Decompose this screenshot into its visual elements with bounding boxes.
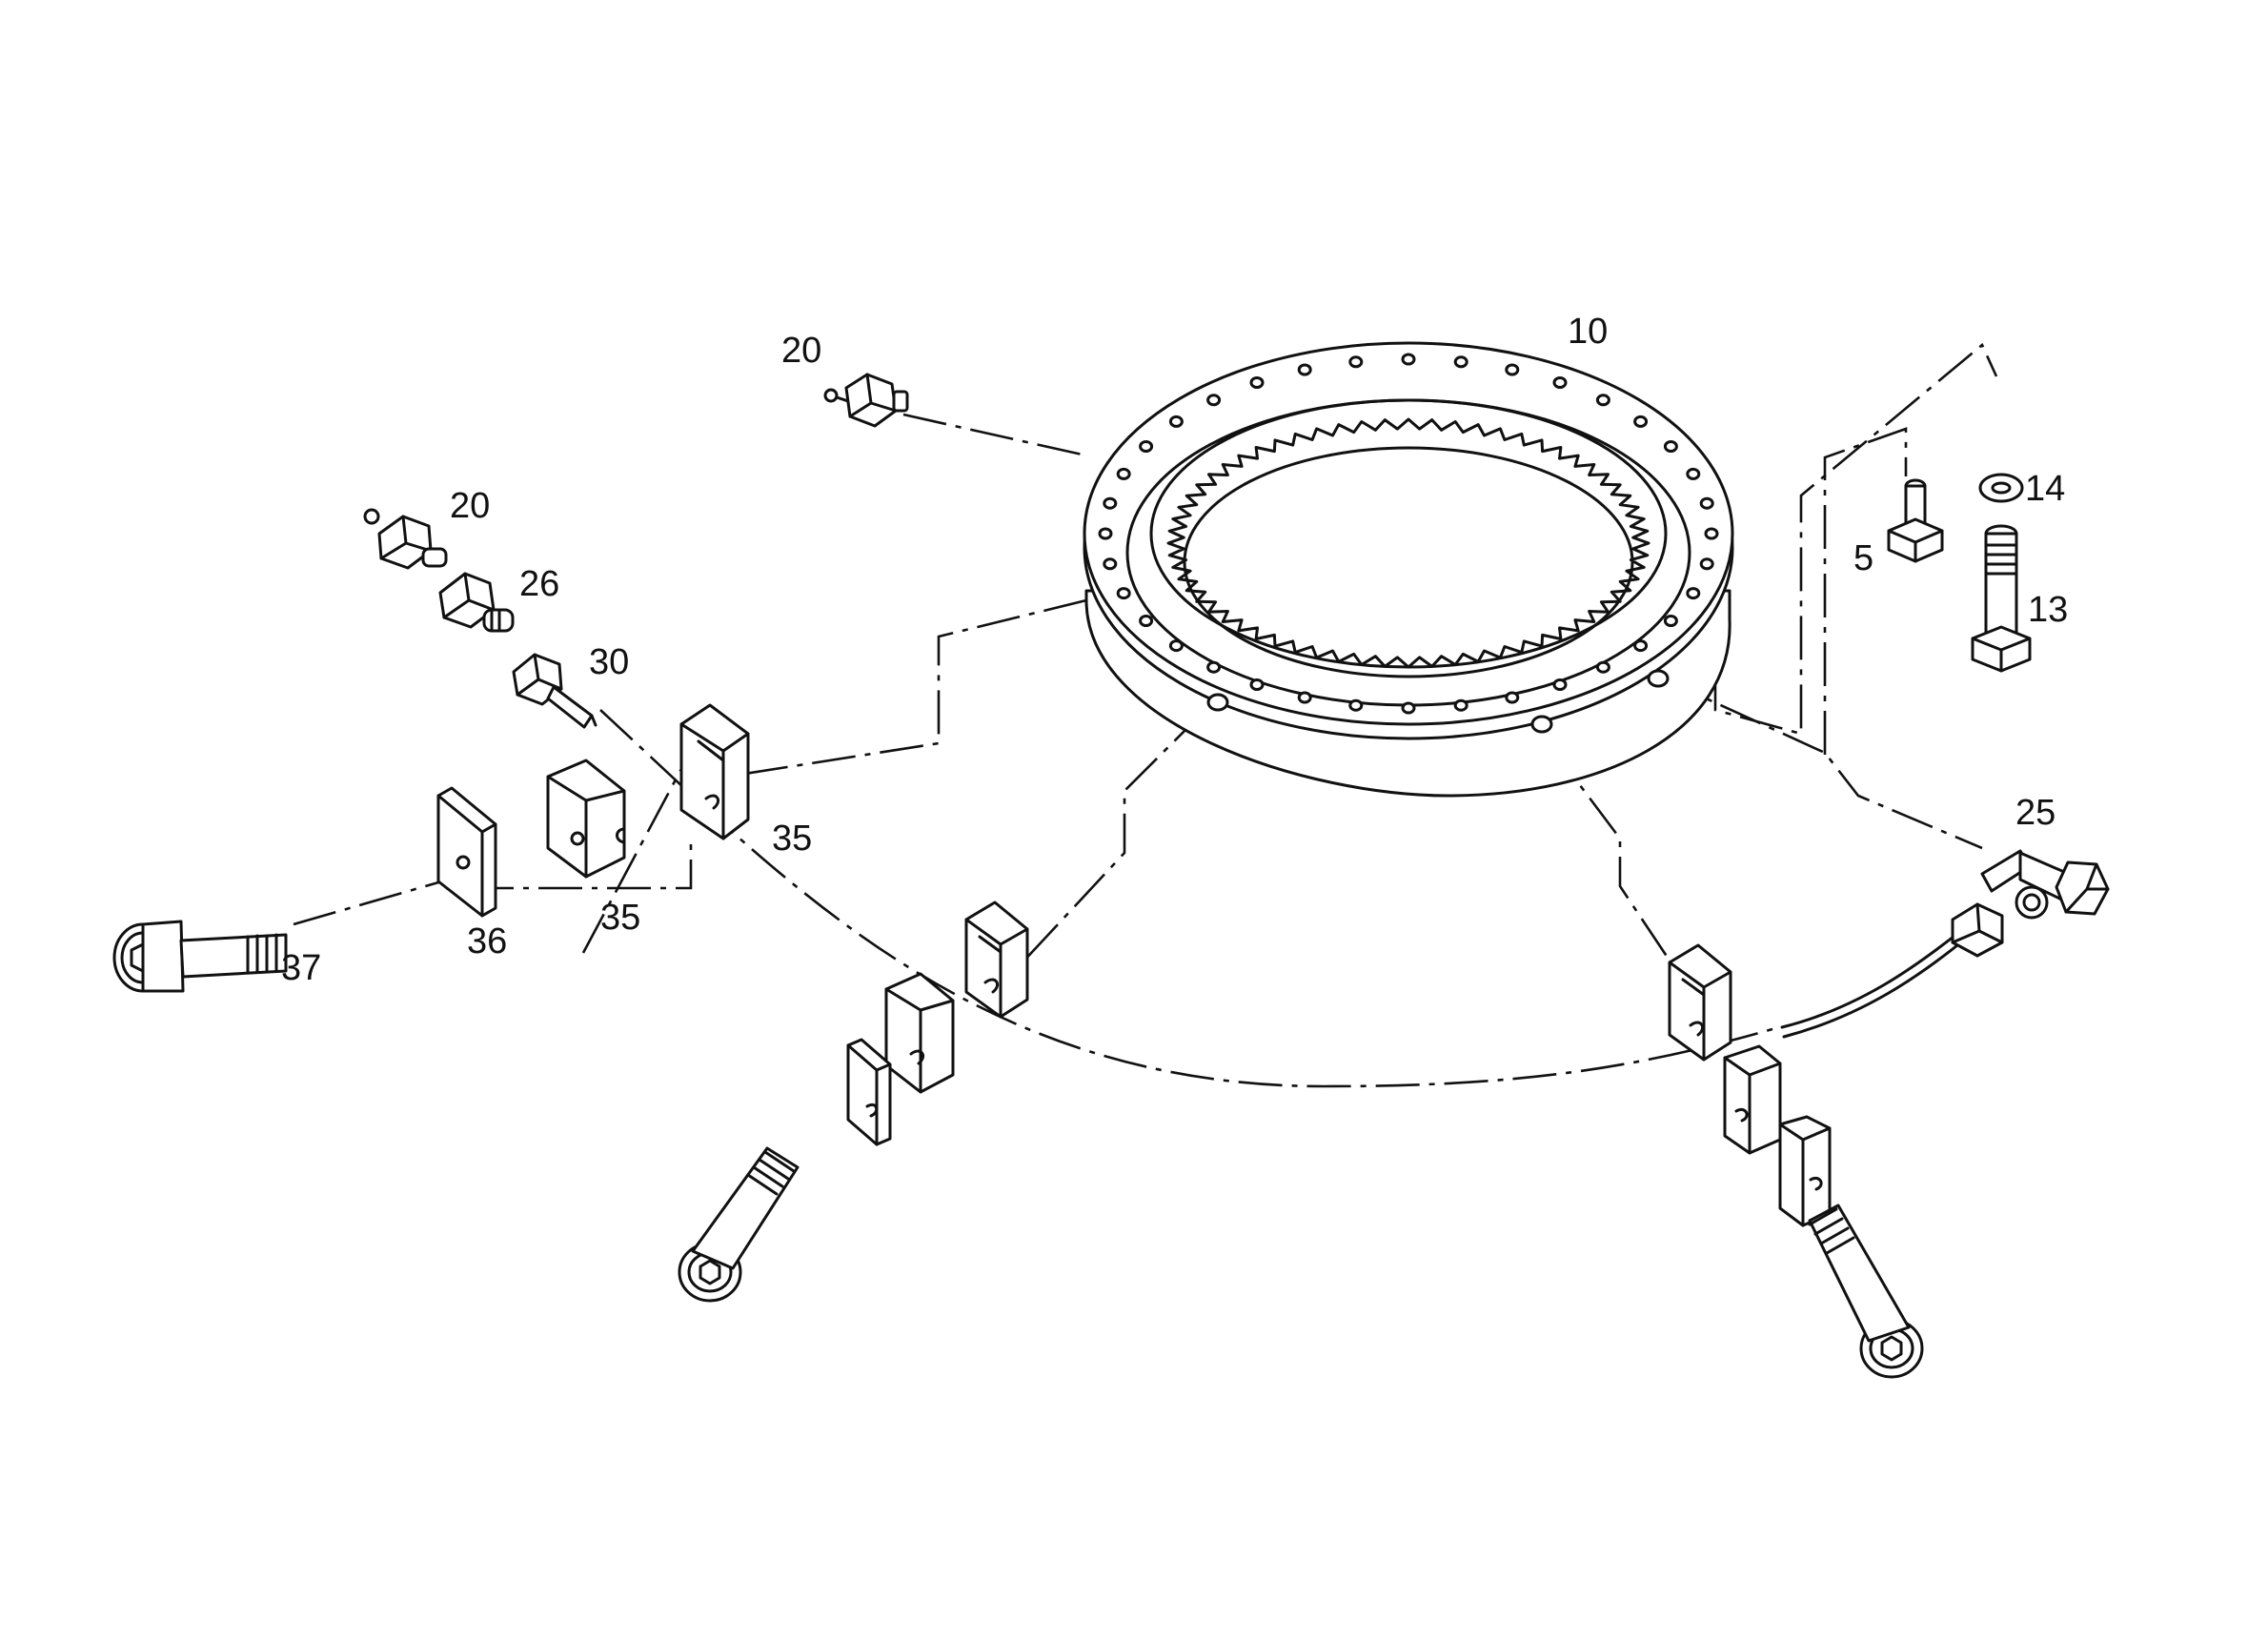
cap-screw-middle	[678, 1146, 800, 1303]
plate-right	[1778, 1115, 1832, 1227]
clamp-right-lower	[1723, 1044, 1782, 1155]
bolt-hole	[1595, 394, 1610, 407]
callout-nipple-left: 20	[450, 486, 490, 526]
bolt-hole	[1116, 587, 1131, 600]
bolt-hole	[1297, 363, 1312, 376]
bolt-hole	[1552, 678, 1568, 691]
bolt-hole	[1505, 363, 1520, 376]
bolt-hole	[1453, 698, 1468, 712]
callout-fitting: 30	[589, 642, 629, 682]
gear-tooth-profile	[1166, 417, 1650, 669]
clamp-upper	[679, 703, 750, 840]
bolt-hole	[1168, 639, 1184, 653]
bolt-hole	[1206, 394, 1222, 407]
callout-plate: 36	[467, 921, 507, 961]
leader-lines	[293, 342, 1998, 992]
callout-ring: 10	[1568, 312, 1608, 352]
clamp-right-upper	[1668, 943, 1732, 1062]
clamp-middle-lower	[884, 972, 955, 1094]
callout-adapter: 26	[519, 564, 559, 604]
callout-nipple-top: 20	[781, 331, 821, 371]
callout-labels: 10 20 20 26 30 14 5 13 25 35 35 36 37	[281, 312, 2068, 988]
lube-line	[599, 709, 1969, 1088]
plate-middle	[846, 1038, 892, 1146]
plate	[436, 786, 497, 918]
bolt-hole	[1139, 440, 1154, 453]
fitting	[512, 653, 597, 729]
bolt-hole	[1663, 440, 1678, 453]
bolt-hole	[1595, 660, 1610, 674]
cap-screw-left	[112, 920, 288, 993]
bolt-hole	[1552, 376, 1568, 389]
callout-cap-screw: 37	[281, 948, 321, 988]
bolt-hole	[1206, 660, 1222, 674]
bolt-hole	[1139, 615, 1154, 627]
clamp-lower	[546, 759, 626, 879]
washer	[1978, 473, 2024, 503]
bolt-hole	[1699, 557, 1714, 571]
elbow-fitting	[1980, 849, 2110, 920]
bolt-hole	[1103, 496, 1118, 510]
grease-nipple-left	[363, 508, 448, 570]
bolt-hole	[1103, 557, 1118, 571]
bolt-hole	[1401, 353, 1416, 366]
bolt-hole	[1699, 496, 1714, 510]
bolt-hole	[1505, 691, 1520, 704]
bolt-hole	[1168, 415, 1184, 428]
bolt	[1971, 524, 2032, 673]
callout-clamp-a: 35	[772, 819, 812, 859]
bolt-hole	[1401, 701, 1416, 715]
bolt-hole	[1686, 467, 1701, 480]
bolt-hole	[1249, 376, 1265, 389]
bolt-hole	[1453, 355, 1468, 369]
callout-bolt: 13	[2028, 590, 2068, 630]
cap-screw-right	[1808, 1204, 1924, 1379]
adapter	[438, 572, 515, 633]
bolt-hole	[1116, 467, 1131, 480]
bolt-hole	[1704, 527, 1719, 540]
callout-clamp-b: 35	[600, 898, 640, 938]
bolt-hole	[1686, 587, 1701, 600]
bolt-hole	[1249, 678, 1265, 691]
clamp-middle-upper	[964, 900, 1029, 1019]
bolt-holes	[1098, 353, 1719, 715]
bolt-hole	[1633, 415, 1649, 428]
grease-nipple-top	[823, 373, 909, 428]
bolt-hole	[1297, 691, 1312, 704]
bolt-hole	[1098, 527, 1113, 540]
elbow-tube-nut	[1951, 902, 2004, 958]
bolt-hole	[1348, 355, 1364, 369]
screw-small	[1887, 478, 1944, 563]
callout-washer: 14	[2025, 469, 2065, 509]
bolt-hole	[1633, 639, 1649, 653]
gear-teeth	[1166, 417, 1650, 669]
slewing-ring	[1083, 341, 1734, 798]
callout-elbow: 25	[2015, 793, 2055, 833]
bolt-hole	[1348, 698, 1364, 712]
bolt-hole	[1663, 615, 1678, 627]
callout-screw-small: 5	[1853, 538, 1873, 578]
